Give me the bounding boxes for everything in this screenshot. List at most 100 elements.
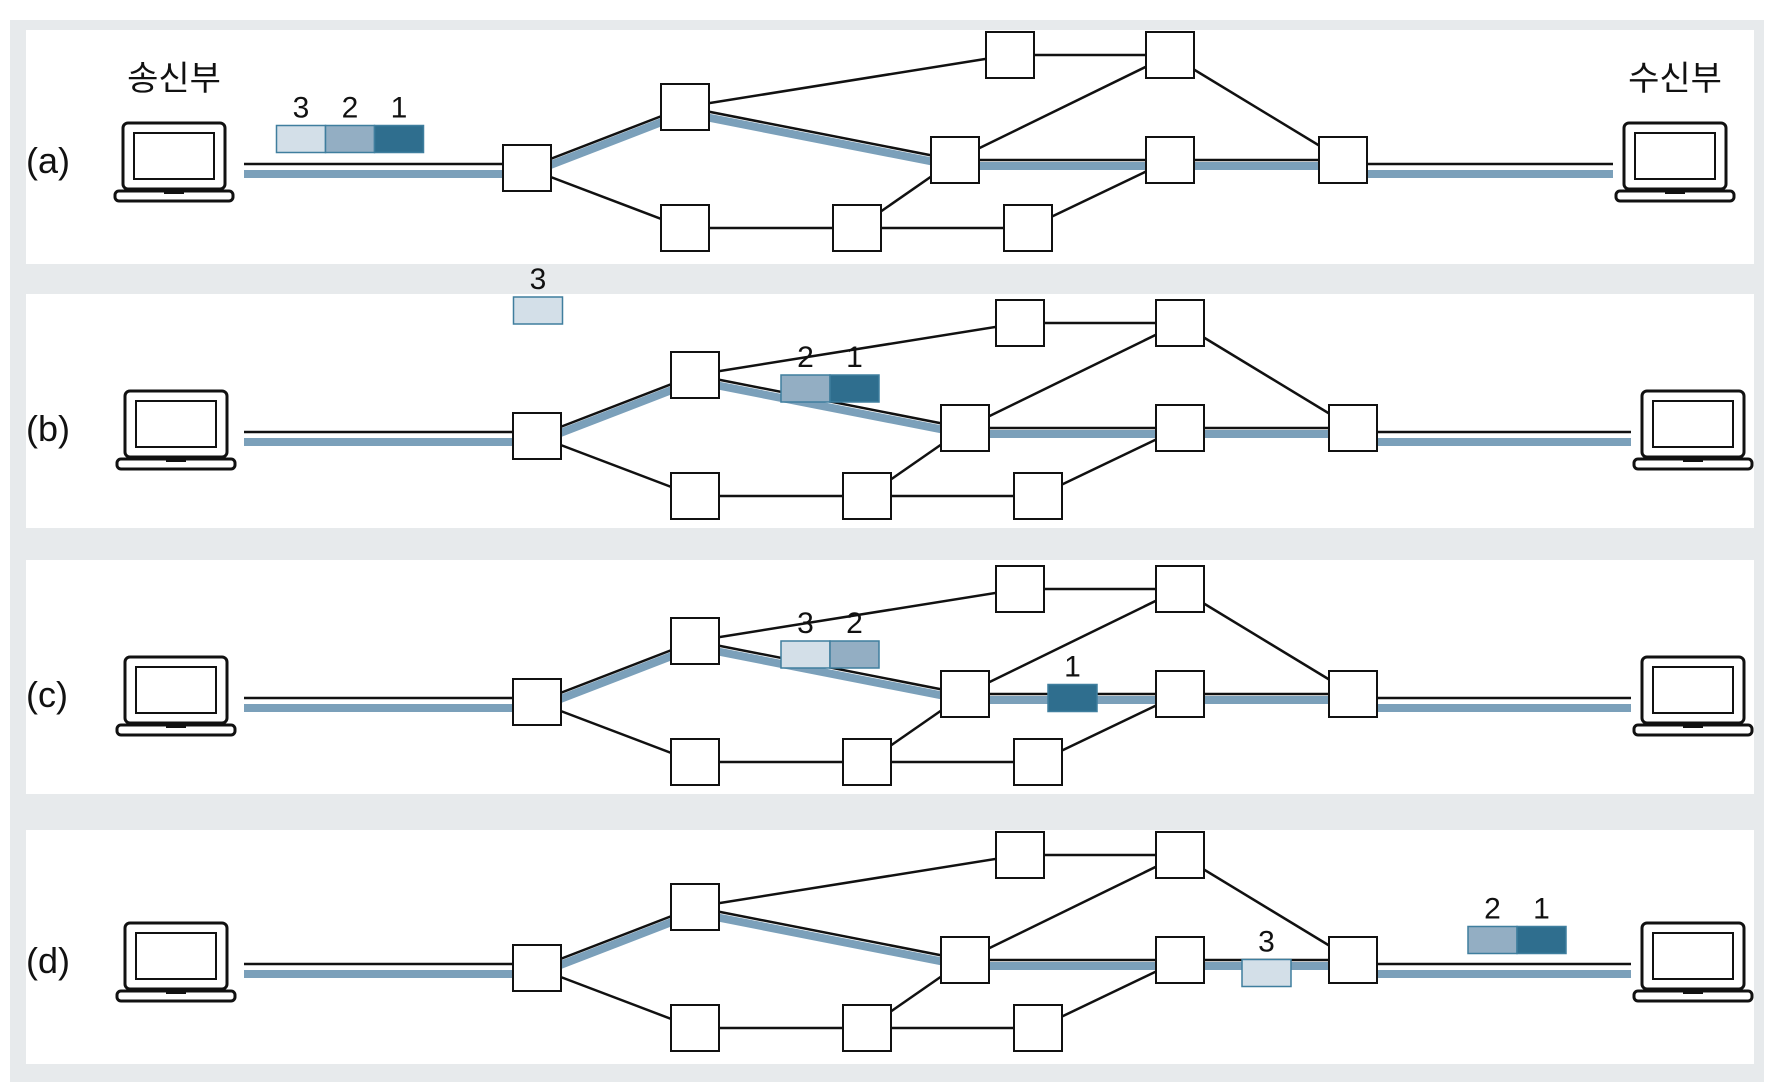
route-segment (694, 643, 966, 704)
receiver-label: 수신부 (1628, 60, 1722, 98)
packet-3 (275, 124, 327, 154)
router-node (512, 412, 562, 460)
router-node (940, 670, 990, 718)
route-segment (535, 643, 697, 712)
router-node (930, 136, 980, 184)
router-node (842, 738, 892, 786)
network-link (536, 434, 696, 498)
router-node (995, 831, 1045, 879)
packet-number: 3 (530, 263, 547, 296)
router-node (842, 472, 892, 520)
router-node (502, 144, 552, 192)
network-link (694, 587, 1021, 643)
router-node (512, 944, 562, 992)
packet-number: 2 (342, 92, 359, 125)
packet-3 (1241, 958, 1292, 988)
router-node (1155, 831, 1205, 879)
receiver-laptop-icon (1632, 389, 1754, 471)
router-node (995, 565, 1045, 613)
network-link (964, 587, 1181, 696)
packet-2 (1467, 925, 1518, 955)
packet-number: 1 (846, 341, 863, 374)
network-link (684, 53, 1011, 109)
route-segment (694, 377, 966, 438)
packet-1 (1047, 683, 1098, 713)
router-node (512, 678, 562, 726)
packet-3 (512, 296, 564, 325)
network-link (536, 905, 696, 970)
router-node (1145, 136, 1195, 184)
packet-number: 2 (797, 341, 814, 374)
router-node (670, 472, 720, 520)
route-segment (535, 909, 697, 978)
network-link (536, 373, 696, 438)
router-node (1013, 1004, 1063, 1052)
sender-laptop-icon (115, 921, 237, 1003)
router-node (1013, 472, 1063, 520)
router-node (1328, 404, 1378, 452)
panel-label: (c) (26, 674, 68, 715)
packet-number: 1 (391, 92, 408, 125)
router-node (995, 299, 1045, 347)
receiver-laptop-icon (1632, 921, 1754, 1003)
router-node (670, 738, 720, 786)
receiver-laptop-icon (1632, 655, 1754, 737)
network-link (536, 639, 696, 704)
network-link (694, 853, 1021, 909)
route-segment (684, 109, 956, 170)
router-node (832, 204, 882, 252)
router-node (670, 1004, 720, 1052)
router-node (1013, 738, 1063, 786)
router-node (1155, 670, 1205, 718)
network-link (1179, 587, 1354, 696)
router-node (1328, 936, 1378, 984)
packet-1 (373, 124, 425, 154)
router-node (1003, 204, 1053, 252)
sender-label: 송신부 (127, 60, 221, 98)
router-node (660, 204, 710, 252)
network-link (1179, 321, 1354, 430)
panel-label: (b) (26, 408, 70, 449)
packet-2 (324, 124, 376, 154)
router-node (1145, 31, 1195, 79)
packet-number: 3 (293, 92, 310, 125)
router-node (1155, 936, 1205, 984)
router-node (1155, 565, 1205, 613)
router-node (842, 1004, 892, 1052)
route-segment (694, 909, 966, 970)
router-node (1155, 404, 1205, 452)
router-node (1328, 670, 1378, 718)
packet-number: 1 (1064, 651, 1081, 684)
network-link (536, 700, 696, 764)
network-link (954, 53, 1171, 162)
packet-2 (829, 640, 880, 669)
route-segment (525, 109, 687, 178)
packet-number: 3 (797, 607, 814, 640)
packet-3 (780, 640, 831, 669)
router-node (940, 404, 990, 452)
network-link (694, 905, 966, 962)
network-link (694, 321, 1021, 377)
receiver-laptop-icon (1614, 121, 1736, 203)
packet-number: 2 (846, 607, 863, 640)
router-node (670, 351, 720, 399)
router-node (660, 83, 710, 131)
network-link (526, 166, 686, 230)
packet-1 (1516, 925, 1567, 955)
panel-label: (d) (26, 940, 70, 981)
network-link (1169, 53, 1344, 162)
sender-laptop-icon (113, 121, 235, 203)
packet-number: 2 (1484, 893, 1501, 926)
router-node (1155, 299, 1205, 347)
network-link (964, 321, 1181, 430)
network-link (536, 966, 696, 1030)
packet-2 (780, 374, 831, 403)
packet-number: 1 (1533, 893, 1550, 926)
network-link (964, 853, 1181, 962)
route-segment (535, 377, 697, 446)
